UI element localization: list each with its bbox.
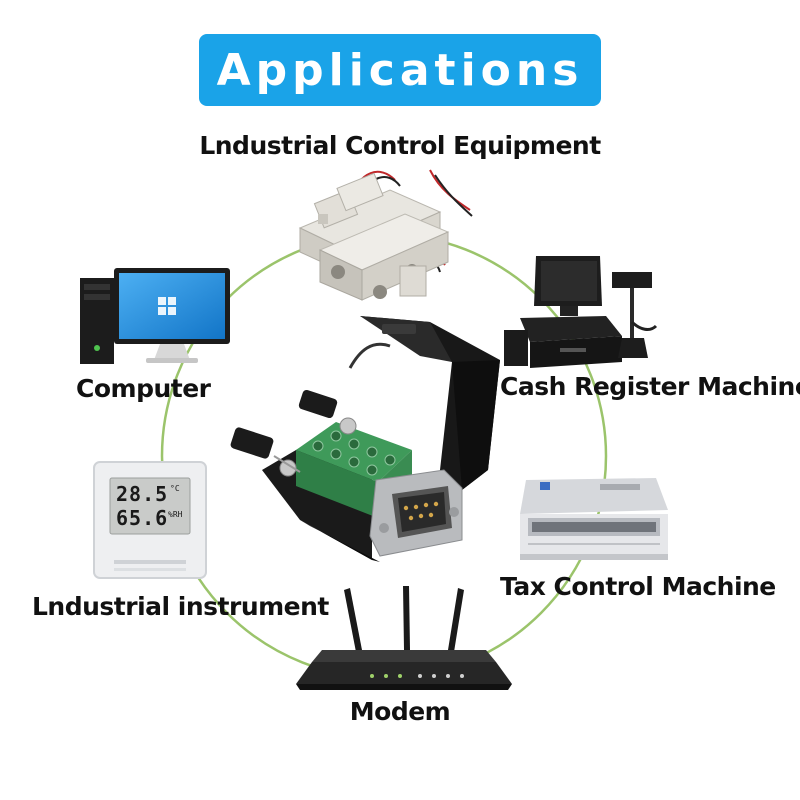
db9-plug — [369, 469, 463, 557]
label-industrial-control: Lndustrial Control Equipment — [199, 131, 601, 160]
title-banner: Applications — [199, 34, 601, 106]
label-computer: Computer — [76, 374, 211, 403]
connector-shell — [348, 316, 500, 490]
mounting-screws — [230, 389, 357, 477]
valve-bodies — [298, 172, 450, 301]
printer-body — [520, 478, 668, 560]
monitor — [114, 268, 230, 363]
lcd-temp-unit: °C — [170, 484, 180, 493]
customer-display — [612, 272, 658, 358]
lcd-humidity-unit: %RH — [168, 510, 183, 519]
lcd-screen — [109, 477, 191, 535]
lcd-readout: 28.5 °C 65.6 %RH — [114, 480, 186, 532]
cash-drawer — [504, 316, 622, 368]
pos-screen — [534, 256, 602, 316]
lcd-temperature: 28.5 — [116, 482, 169, 506]
label-cash-register: Cash Register Machine — [500, 372, 800, 401]
label-modem: Modem — [349, 697, 451, 726]
label-industrial-instrument: Lndustrial instrument — [32, 592, 329, 621]
router-body — [296, 650, 512, 690]
router-antennas — [344, 586, 464, 652]
lcd-humidity: 65.6 — [116, 506, 169, 530]
pc-tower — [80, 278, 114, 364]
banner-title: Applications — [216, 44, 584, 96]
label-tax-control: Tax Control Machine — [500, 572, 776, 601]
